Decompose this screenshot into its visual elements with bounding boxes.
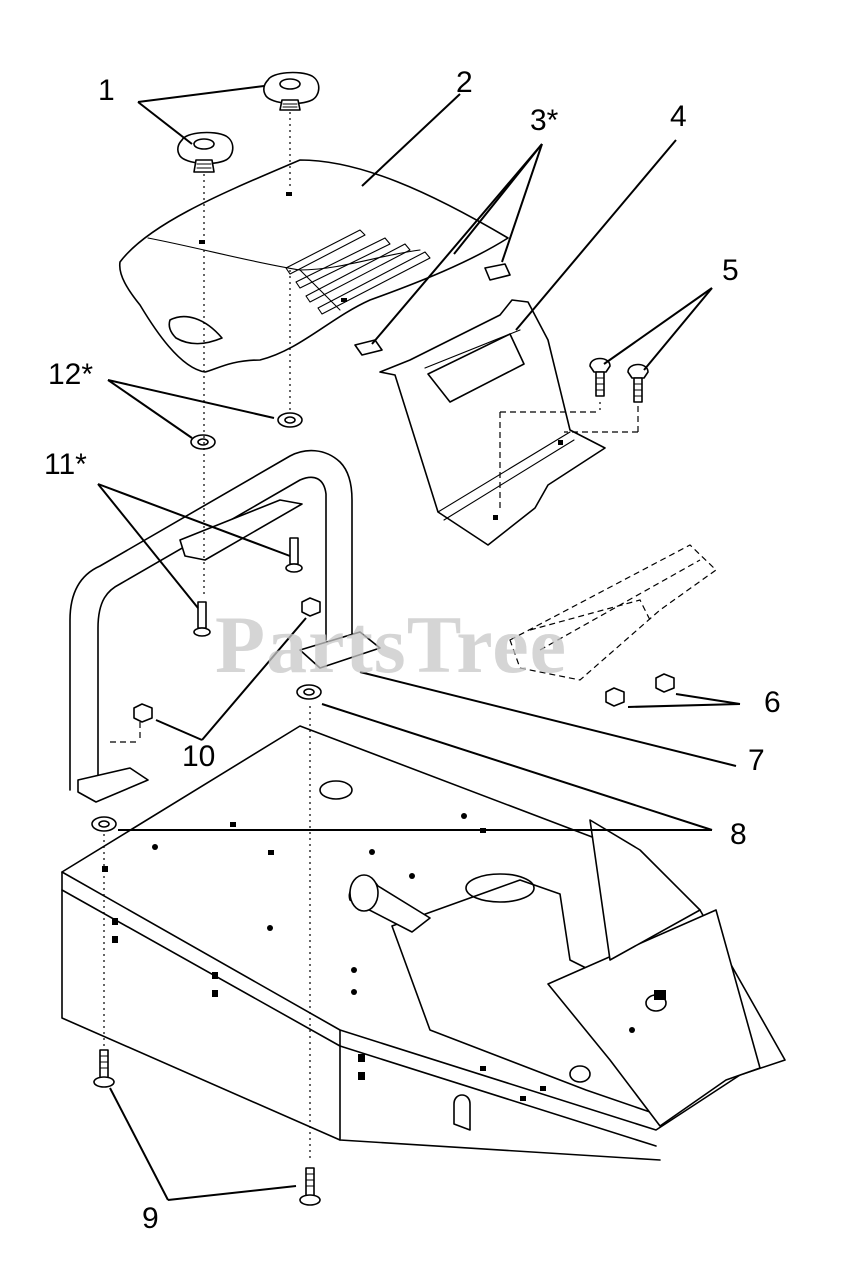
callout-3: 3* bbox=[530, 104, 559, 137]
partstree-watermark: PartsTree bbox=[215, 599, 568, 690]
seat-knob-right bbox=[263, 71, 320, 111]
callout-2: 2 bbox=[456, 66, 473, 99]
callout-8: 8 bbox=[730, 818, 747, 851]
callout-12: 12* bbox=[48, 358, 94, 391]
seat-bracket bbox=[379, 299, 606, 546]
washer-8 bbox=[91, 684, 322, 832]
callout-4: 4 bbox=[670, 100, 687, 133]
carriage-bolt bbox=[589, 357, 649, 403]
washer-12 bbox=[190, 412, 303, 450]
seat-pan-cover bbox=[118, 159, 509, 373]
screw-11 bbox=[193, 537, 303, 637]
seat-roll-bar bbox=[69, 449, 381, 803]
seat-slide-phantom bbox=[509, 544, 717, 681]
hex-nut-10 bbox=[133, 597, 321, 723]
flange-screw-9 bbox=[93, 1049, 321, 1206]
callout-6: 6 bbox=[764, 686, 781, 719]
hex-nut-6 bbox=[605, 673, 675, 707]
callout-1: 1 bbox=[98, 74, 115, 107]
seat-knob-left bbox=[177, 131, 234, 173]
callout-7: 7 bbox=[748, 744, 765, 777]
leader-lines bbox=[97, 85, 741, 1201]
callout-10: 10 bbox=[182, 740, 216, 773]
callout-9: 9 bbox=[142, 1202, 159, 1235]
callout-11: 11* bbox=[44, 448, 87, 481]
seat-pad bbox=[354, 263, 511, 356]
tractor-frame bbox=[61, 725, 786, 1161]
callout-5: 5 bbox=[722, 254, 739, 287]
alignment-lines bbox=[103, 112, 639, 1160]
